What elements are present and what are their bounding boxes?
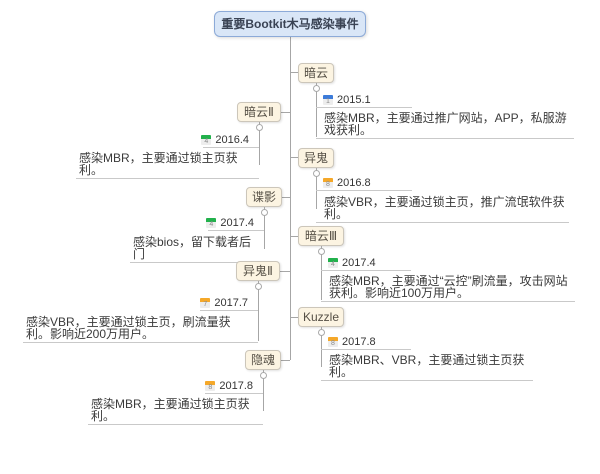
connector-dieying: [282, 197, 290, 198]
date-topic-anyun[interactable]: 1 2015.1: [316, 93, 412, 108]
topic-yigui-2[interactable]: 异鬼Ⅱ: [236, 261, 280, 281]
desc-topic-anyun[interactable]: 感染MBR，主要通过推广网站，APP，私服游戏获利。: [316, 111, 574, 139]
date-topic-yigui[interactable]: 8 2016.8: [316, 176, 412, 191]
connector-yinhun: [281, 360, 290, 361]
collapse-handle-icon[interactable]: [255, 283, 262, 290]
calendar-icon: 8: [328, 337, 338, 347]
calendar-icon: 4: [328, 258, 338, 268]
collapse-handle-icon[interactable]: [318, 329, 325, 336]
calendar-icon: 4: [201, 135, 212, 145]
date-label: 2016.8: [337, 177, 371, 189]
topic-anyun-2[interactable]: 暗云Ⅱ: [237, 102, 281, 122]
date-label: 2017.7: [214, 297, 248, 309]
topic-anyun-3[interactable]: 暗云Ⅲ: [298, 226, 344, 246]
subtree-line-kuzzle: [321, 327, 322, 367]
topic-kuzzle[interactable]: Kuzzle: [298, 307, 344, 327]
desc-topic-yigui-2[interactable]: 感染VBR，主要通过锁主页，刷流量获利。影响近200万用户。: [23, 315, 258, 343]
subtree-line-anyun: [316, 83, 317, 137]
calendar-icon: 7: [200, 298, 211, 308]
collapse-handle-icon[interactable]: [260, 372, 267, 379]
date-label: 2016.4: [215, 134, 249, 146]
subtree-line-yinhun: [263, 370, 264, 411]
date-label: 2017.4: [342, 257, 376, 269]
collapse-handle-icon[interactable]: [313, 85, 320, 92]
date-topic-dieying[interactable]: 4 2017.4: [206, 216, 264, 231]
date-topic-anyun-2[interactable]: 4 2016.4: [201, 133, 259, 148]
date-topic-yinhun[interactable]: 8 2017.8: [205, 379, 263, 394]
calendar-icon: 1: [323, 95, 333, 105]
date-label: 2015.1: [337, 94, 371, 106]
desc-topic-yigui[interactable]: 感染VBR，主要通过锁主页，推广流氓软件获利。: [316, 195, 569, 223]
date-label: 2017.8: [219, 380, 253, 392]
connector-anyun-2: [281, 112, 290, 113]
date-topic-yigui-2[interactable]: 7 2017.7: [200, 296, 258, 311]
topic-anyun[interactable]: 暗云: [298, 63, 334, 83]
collapse-handle-icon[interactable]: [318, 248, 325, 255]
connector-anyun-3: [290, 236, 298, 237]
trunk-connector-line: [290, 37, 291, 360]
desc-topic-anyun-3[interactable]: 感染MBR，主要通过“云控”刷流量，攻击网站获利。影响近100万用户。: [321, 274, 575, 302]
connector-kuzzle: [290, 317, 298, 318]
root-topic[interactable]: 重要Bootkit木马感染事件: [214, 11, 366, 37]
connector-yigui-2: [280, 271, 290, 272]
subtree-line-yigui-2: [258, 281, 259, 341]
connector-anyun: [290, 72, 298, 73]
topic-yigui[interactable]: 异鬼: [298, 148, 334, 168]
subtree-line-anyun-3: [321, 246, 322, 300]
subtree-line-yigui: [316, 168, 317, 209]
desc-topic-anyun-2[interactable]: 感染MBR，主要通过锁主页获利。: [76, 151, 259, 179]
collapse-handle-icon[interactable]: [261, 209, 268, 216]
topic-yinhun[interactable]: 隐魂: [245, 350, 281, 370]
subtree-line-anyun-2: [259, 122, 260, 165]
calendar-icon: 8: [205, 381, 216, 391]
date-label: 2017.8: [342, 336, 376, 348]
desc-topic-yinhun[interactable]: 感染MBR，主要通过锁主页获利。: [88, 397, 263, 425]
subtree-line-dieying: [264, 207, 265, 249]
desc-topic-kuzzle[interactable]: 感染MBR、VBR，主要通过锁主页获利。: [321, 353, 533, 381]
date-topic-anyun-3[interactable]: 4 2017.4: [321, 256, 411, 271]
date-label: 2017.4: [220, 217, 254, 229]
connector-yigui: [290, 157, 298, 158]
collapse-handle-icon[interactable]: [256, 124, 263, 131]
collapse-handle-icon[interactable]: [313, 170, 320, 177]
calendar-icon: 8: [323, 178, 333, 188]
date-topic-kuzzle[interactable]: 8 2017.8: [321, 335, 411, 350]
calendar-icon: 4: [206, 218, 217, 228]
topic-dieying[interactable]: 谍影: [246, 187, 282, 207]
desc-topic-dieying[interactable]: 感染bios，留下载者后门: [130, 235, 264, 263]
